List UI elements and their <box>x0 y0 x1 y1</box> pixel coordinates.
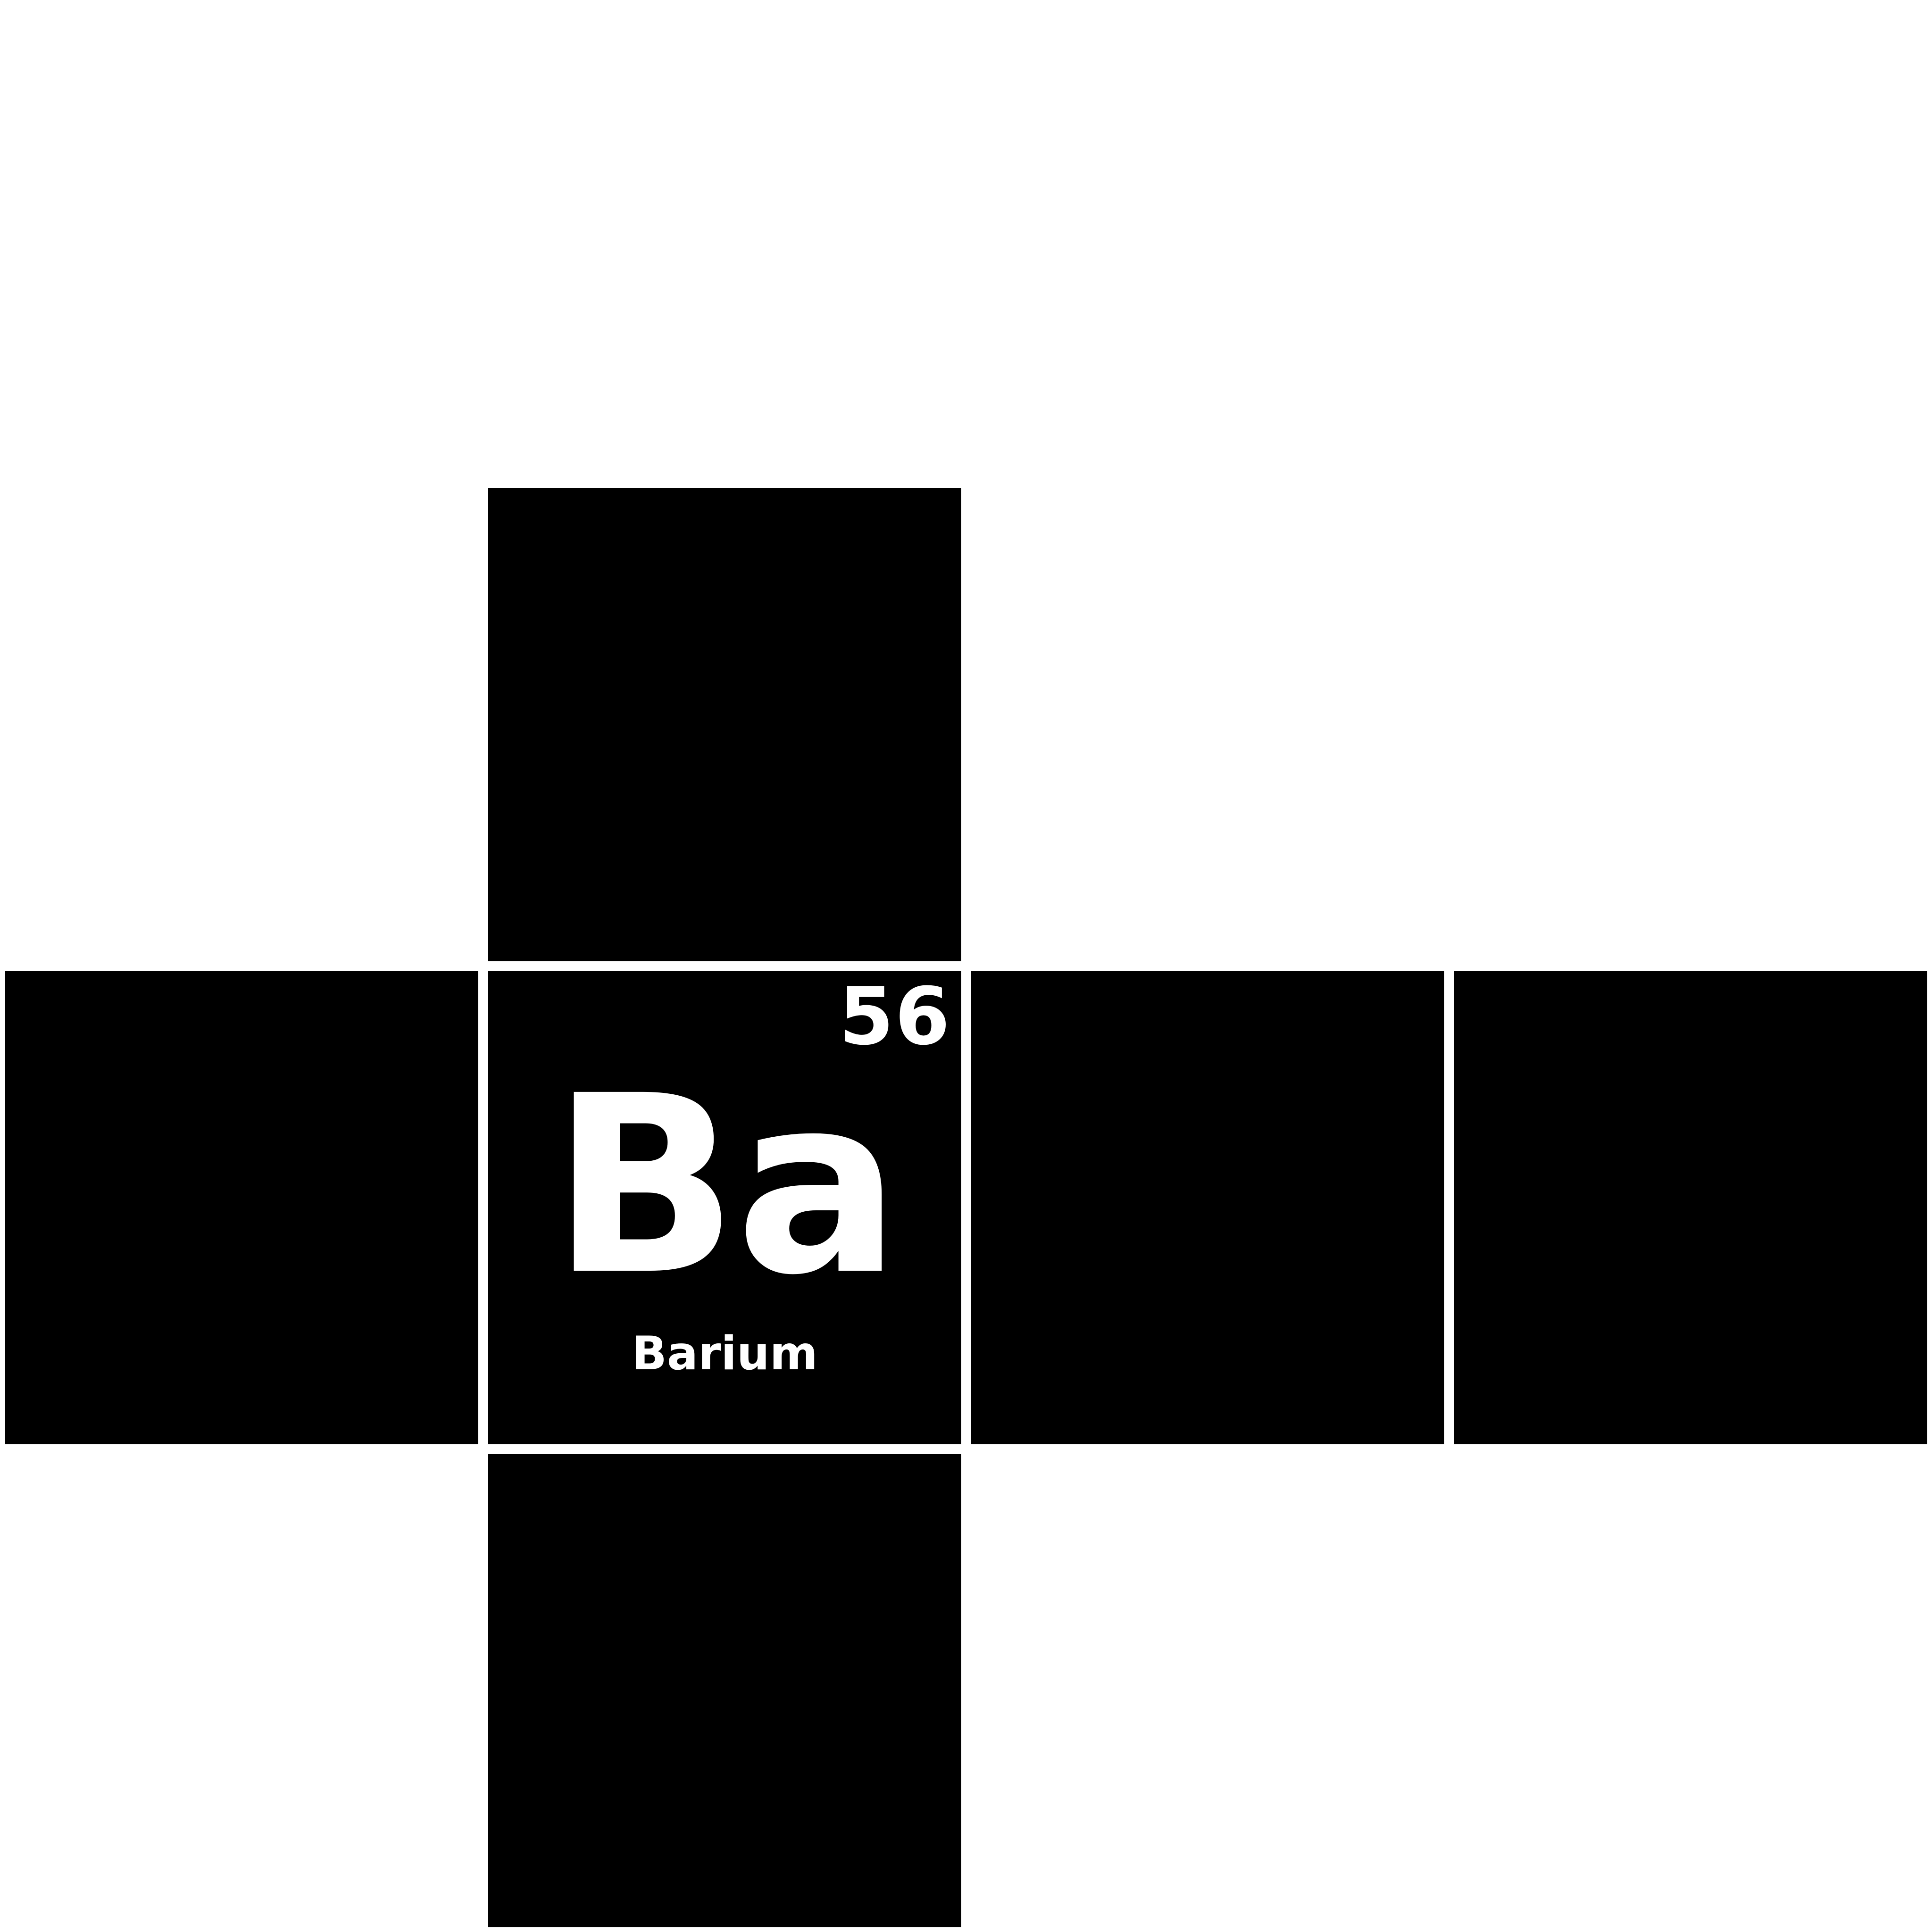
blank-tile-left <box>5 971 478 1444</box>
blank-tile-bottom <box>488 1454 961 1927</box>
blank-tile-top <box>488 488 961 961</box>
element-name: Barium <box>632 1327 818 1381</box>
blank-tile-right-1 <box>971 971 1444 1444</box>
blank-tile-right-2 <box>1454 971 1927 1444</box>
element-symbol: Ba <box>551 1043 901 1329</box>
element-tile: 56 Ba Barium <box>488 971 961 1444</box>
atomic-number: 56 <box>839 970 951 1063</box>
